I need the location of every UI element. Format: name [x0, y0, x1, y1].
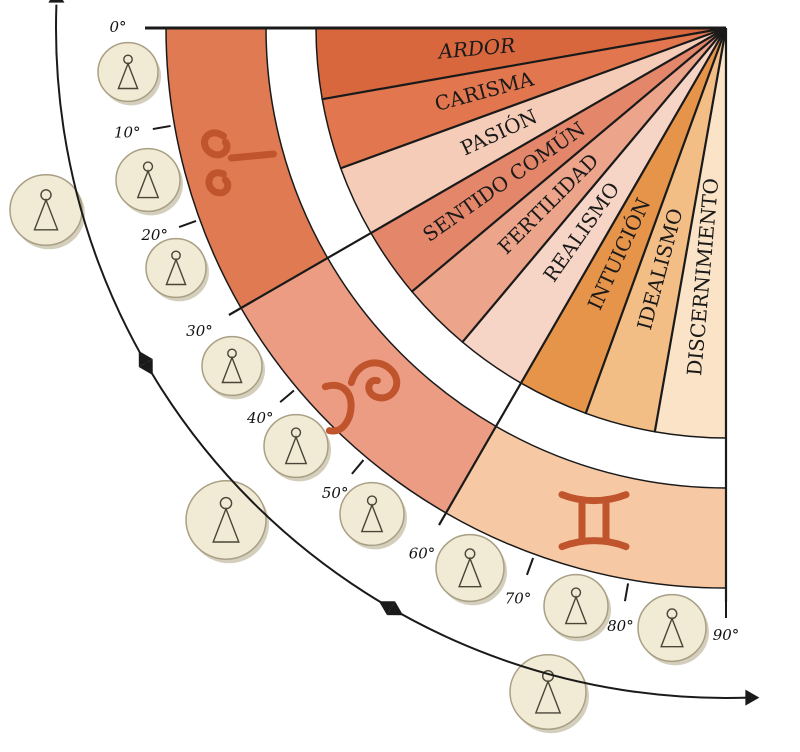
degree-label: 0° [109, 18, 126, 36]
sun-face-medallion [435, 533, 507, 606]
outer-arrows [48, 0, 760, 706]
bow-tie-marker-icon [138, 350, 153, 367]
medallions [9, 41, 709, 734]
aries-glyph-icon [201, 129, 277, 197]
jupiter-medallion [339, 481, 407, 550]
degree-label: 90° [713, 626, 740, 644]
arrow-head-icon [48, 0, 65, 3]
divider-line [228, 27, 727, 316]
degree-axis: 0° 10° 20° 30° 40° 50° 60° 70° 80° 90° [109, 18, 739, 644]
divider-line [461, 27, 727, 343]
degree-tick [623, 583, 630, 602]
degree-label: 60° [409, 545, 436, 563]
bow-tie-marker-icon [378, 601, 395, 616]
degree-label: 50° [322, 484, 349, 502]
degree-tick [526, 557, 535, 576]
divider-line [340, 26, 727, 170]
outer-arc [55, 4, 750, 699]
divider-line [584, 27, 728, 414]
degree-label: 10° [114, 124, 141, 142]
degree-label: 40° [246, 409, 274, 427]
bow-tie-marker-icon [138, 359, 153, 376]
venus-medallion [543, 573, 611, 642]
degree-label: 30° [186, 322, 213, 340]
moon-medallion [201, 335, 265, 400]
mercury-medallion [637, 593, 709, 666]
mercury-medallion [9, 173, 85, 250]
cherub-medallion [263, 413, 331, 482]
divider-line [653, 27, 728, 432]
divider-line [322, 26, 727, 101]
divider-line [438, 27, 727, 526]
arrow-head-icon [745, 689, 760, 706]
sun-face-medallion [115, 147, 183, 216]
degree-label: 80° [607, 617, 634, 635]
degree-label: 70° [505, 589, 532, 607]
degree-tick [152, 124, 171, 131]
bow-tie-marker-icon [387, 601, 404, 616]
divider-line [411, 27, 727, 293]
moon-medallion [509, 654, 589, 734]
degree-label: 20° [140, 226, 168, 244]
taurus-glyph-icon [321, 359, 401, 435]
degree-tick [279, 389, 295, 403]
gemini-glyph-icon [558, 491, 630, 551]
venus-medallion [145, 237, 209, 302]
mars-warrior-medallion [97, 41, 161, 106]
mars-warrior-medallion [185, 480, 269, 564]
degree-tick [351, 459, 365, 475]
degree-tick [178, 219, 197, 228]
sign-glyphs [201, 129, 630, 551]
